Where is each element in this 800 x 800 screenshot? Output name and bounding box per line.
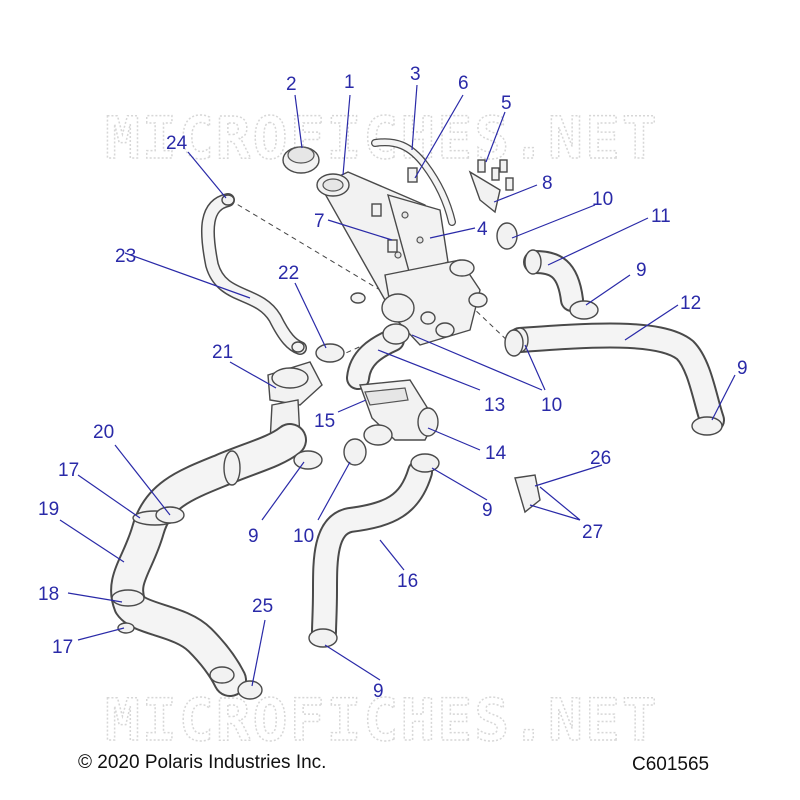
callout-5: 5	[501, 93, 512, 114]
leader-lines	[59, 84, 736, 687]
callout-9-a: 9	[636, 260, 647, 281]
elbow-hose-11	[523, 249, 584, 312]
hose-3	[371, 138, 456, 226]
bolt-7	[387, 239, 398, 253]
thermostat-housing-4	[381, 259, 488, 346]
callout-19: 19	[38, 499, 59, 520]
callout-20: 20	[93, 422, 114, 443]
assembly-line-24	[229, 199, 381, 291]
clamps	[117, 222, 723, 700]
pipe-19	[110, 423, 307, 697]
bolt-7-top	[371, 203, 382, 217]
figure-id: C601565	[632, 754, 710, 775]
callout-12: 12	[680, 293, 701, 314]
callout-24: 24	[166, 133, 188, 154]
callout-11: 11	[651, 206, 671, 227]
filler-neck-1	[316, 171, 449, 301]
callout-9-d: 9	[248, 526, 259, 547]
callout-9-c: 9	[482, 500, 493, 521]
callout-23: 23	[115, 246, 136, 267]
callout-6: 6	[458, 73, 469, 94]
callout-15: 15	[314, 411, 335, 432]
copyright-notice: © 2020 Polaris Industries Inc.	[78, 752, 327, 773]
callout-18: 18	[38, 584, 59, 605]
bolt-6	[407, 167, 418, 183]
bracket-8	[468, 170, 501, 214]
bolts-5	[477, 159, 514, 191]
callout-1: 1	[344, 72, 355, 93]
callout-7: 7	[314, 211, 325, 232]
callout-14: 14	[485, 443, 507, 464]
cap-2	[282, 146, 320, 174]
hose-13	[346, 328, 405, 390]
callout-8: 8	[542, 173, 553, 194]
callout-9-e: 9	[373, 681, 384, 702]
callout-17-a: 17	[58, 460, 79, 481]
clip-22	[350, 292, 366, 304]
outlet-14	[359, 379, 439, 446]
callout-16: 16	[397, 571, 418, 592]
callout-2: 2	[286, 74, 297, 95]
callout-10-c: 10	[293, 526, 314, 547]
callout-13: 13	[484, 395, 505, 416]
callout-10-a: 10	[592, 189, 613, 210]
callouts: 1 2 3 4 5 6 7 8 9 9 9 9 9 10 10 10 10 11…	[38, 64, 748, 702]
callout-10-b: 10	[541, 395, 562, 416]
callout-27: 27	[582, 522, 603, 543]
watermark-top: MICROFICHES.NET	[105, 104, 659, 172]
callout-22: 22	[278, 263, 299, 284]
callout-4: 4	[477, 219, 488, 240]
callout-9-b: 9	[737, 358, 748, 379]
hose-16	[311, 459, 433, 645]
callout-25: 25	[252, 596, 273, 617]
watermark-bottom: MICROFICHES.NET	[105, 686, 659, 754]
callout-3: 3	[410, 64, 421, 85]
callout-26: 26	[590, 448, 611, 469]
hose-23	[200, 193, 307, 355]
callout-21: 21	[212, 342, 233, 363]
callout-17-b: 17	[52, 637, 73, 658]
